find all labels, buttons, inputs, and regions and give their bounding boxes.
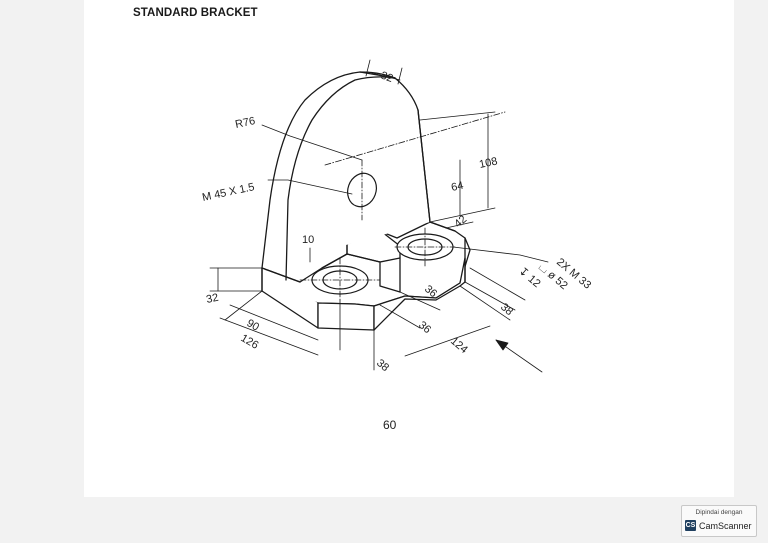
dim-top-thickness: 32	[379, 70, 395, 85]
dim-width-90: 90	[245, 317, 262, 334]
dim-depth-42: 42	[452, 213, 469, 230]
dim-offset-38-bottom: 38	[374, 357, 391, 374]
dim-height-64: 64	[450, 180, 464, 194]
center-lines	[299, 111, 506, 301]
upright-plate	[261, 71, 456, 283]
camscanner-logo-icon: CS	[685, 520, 696, 531]
dim-hole-36-lower: 36	[416, 319, 433, 336]
drawing-title: STANDARD BRACKET	[133, 7, 258, 19]
dim-radius: R76	[234, 115, 256, 131]
dim-base-thickness: 32	[205, 292, 219, 306]
watermark-caption: Dipindai dengan	[695, 509, 743, 516]
dim-offset-38-right: 38	[498, 301, 515, 318]
dim-thread: M 45 X 1.5	[201, 181, 256, 204]
page-number: 60	[383, 418, 397, 432]
dim-width-126: 126	[239, 332, 261, 352]
dim-groove: 10	[302, 234, 314, 246]
dim-height-108: 108	[478, 155, 498, 171]
dim-length-124: 124	[448, 335, 470, 356]
camscanner-watermark: Dipindai dengan CS CamScanner	[681, 505, 757, 537]
watermark-brand: CamScanner	[699, 520, 752, 531]
dimension-lines	[209, 59, 549, 373]
